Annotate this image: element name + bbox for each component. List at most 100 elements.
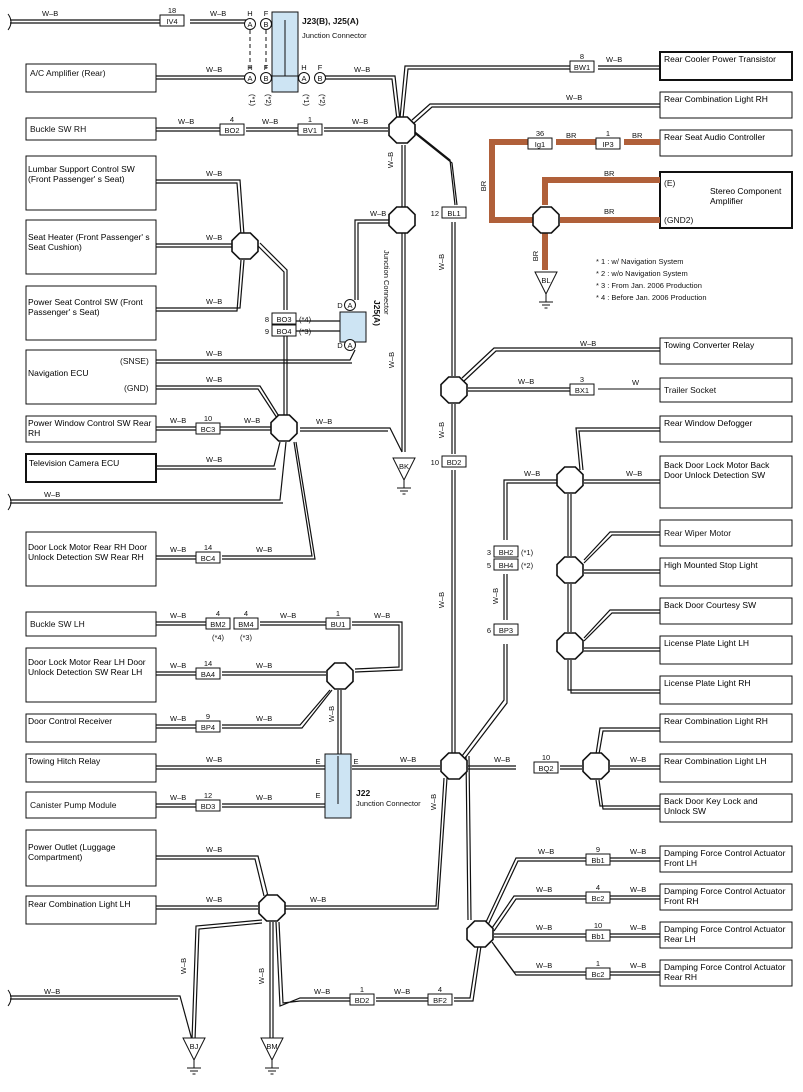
connector-bo2-box — [219, 123, 245, 136]
j25-sub: Junction Connector — [382, 250, 391, 315]
stereo-amp-box — [659, 171, 793, 229]
wire-bd3-j22 — [222, 803, 326, 808]
dfc-rl-box — [659, 921, 793, 949]
wire-label-wb-27: W–B — [170, 714, 186, 723]
power-seat-box — [25, 285, 157, 341]
rear-combination-lh-label: Rear Combination Light LH — [28, 899, 131, 909]
wire-label-wb-16: W–B — [244, 416, 260, 425]
connector-bx1-label: BX1 — [575, 386, 589, 395]
wire-label-wb-4: W–B — [354, 65, 370, 74]
connector-bx1-pin: 3 — [580, 375, 584, 384]
j25-title: J25(A) — [372, 300, 382, 326]
junction-pin-5: AH — [298, 63, 310, 84]
wire-to-bd2b — [275, 921, 350, 1007]
connector-bo3-label: BO3 — [276, 315, 291, 324]
wire-bm4-bu1 — [260, 621, 326, 626]
connector-bd3-pin: 12 — [204, 791, 212, 800]
connector-bo4-box — [271, 324, 297, 337]
wire-label-br-5: BR — [479, 180, 488, 191]
j23-inner — [272, 20, 298, 77]
license-rh-label: License Plate Light RH — [664, 678, 751, 688]
splice-hub-13 — [466, 920, 494, 948]
wire-hub1-hub2 — [567, 494, 572, 556]
connector-bw1-box — [569, 60, 595, 73]
connector-bo3-note: (*4) — [299, 315, 312, 324]
wire-label-wb-8: W–B — [606, 55, 622, 64]
ground-bm-label: BM — [266, 1042, 277, 1051]
buckle-sw-lh-box — [25, 611, 157, 637]
connector-iv4-pin: 18 — [168, 6, 176, 15]
seat-heater-box — [25, 219, 157, 275]
e-terminal: (E) — [664, 178, 676, 188]
hmsl-box — [659, 557, 793, 587]
wire-bd2-down — [451, 470, 456, 756]
wire-defogger — [575, 427, 660, 471]
ground-bk-label: BK — [399, 462, 409, 471]
connector-bd2b-label: BD2 — [355, 996, 370, 1005]
towing-hitch-box — [25, 753, 157, 783]
power-outlet-box — [25, 829, 157, 887]
wire-bd2b-bf2 — [376, 997, 428, 1002]
power-window-box — [25, 415, 157, 443]
connector-bo2-label: BO2 — [224, 126, 239, 135]
junction-pin-1: AH — [244, 9, 256, 30]
connector-bm2-note: (*4) — [212, 633, 225, 642]
canister-pump-box — [25, 791, 157, 819]
trailer-socket-box — [659, 377, 793, 403]
note-2: * 2 : w/o Navigation System — [596, 269, 688, 278]
dfc-rr-box — [659, 959, 793, 987]
top-pin-note-3: (*1) — [302, 94, 311, 107]
wire-label-wb-15: W–B — [170, 416, 186, 425]
wire-label-wb-50: W–B — [630, 923, 646, 932]
connector-ba4-pin: 14 — [204, 659, 212, 668]
wire-label-wb-47: W–B — [536, 885, 552, 894]
power-outlet-label: Power Outlet (Luggage Compartment) — [28, 842, 116, 862]
bd-key-box — [659, 793, 793, 823]
wire-to-bw1 — [399, 65, 570, 119]
lumbar-support-box — [25, 155, 157, 211]
wire-label-wb-11: W–B — [206, 233, 222, 242]
junction-pin-circle-2 — [260, 18, 272, 30]
rcl-rh-top-box — [659, 91, 793, 119]
splice-hub-8 — [556, 632, 584, 660]
towing-converter-label: Towing Converter Relay — [664, 340, 755, 350]
wire-label-wb-42: W–B — [626, 469, 642, 478]
connector-bc4-pin: 14 — [204, 543, 212, 552]
wire-label-wb-10: W–B — [206, 169, 222, 178]
junction-pin-id-6: F — [318, 63, 323, 72]
connector-bc2b-box — [585, 967, 611, 980]
connector-bc3-label: BC3 — [201, 425, 216, 434]
connector-bc2a-pin: 4 — [596, 883, 600, 892]
connector-bb1b-box — [585, 929, 611, 942]
note-3: * 3 : From Jan. 2006 Production — [596, 281, 702, 290]
connector-bd2-pin: 10 — [431, 458, 439, 467]
license-lh-box — [659, 635, 793, 665]
connector-bo4-note: (*3) — [299, 327, 312, 336]
connector-ig1-label: Ig1 — [535, 140, 545, 149]
notes: * 1 : w/ Navigation System * 2 : w/o Nav… — [596, 257, 707, 302]
wire-label-wbv-7: W–B — [429, 794, 438, 810]
wire-top-left — [10, 19, 160, 24]
note-4: * 4 : Before Jan. 2006 Production — [596, 293, 707, 302]
junction-pin-circle-7 — [344, 299, 356, 311]
connector-bm2-label: BM2 — [210, 620, 225, 629]
junction-connectors: J23(B), J25(A) Junction Connector J25(A)… — [271, 11, 421, 819]
wire-bb1a-dfc — [610, 857, 660, 862]
wire-label-wb-49: W–B — [536, 923, 552, 932]
wire-label-w-1: W — [632, 378, 640, 387]
wire-label-wb-52: W–B — [630, 961, 646, 970]
television-camera-box — [25, 453, 157, 483]
wire-hub-dfc — [465, 755, 472, 921]
connector-bu1-box — [325, 617, 351, 630]
connector-bh2-label: BH2 — [499, 548, 514, 557]
wire-iv4-h — [190, 19, 246, 24]
wire-label-wb-5: W–B — [178, 117, 194, 126]
door-lock-rh-label: Door Lock Motor Rear RH Door Unlock Dete… — [28, 542, 148, 562]
ground-bj: BJ — [182, 1037, 206, 1075]
connector-boxes: IV418BO24BV11BW18Ig136IP31BL112BO38(*4)B… — [159, 6, 621, 1006]
